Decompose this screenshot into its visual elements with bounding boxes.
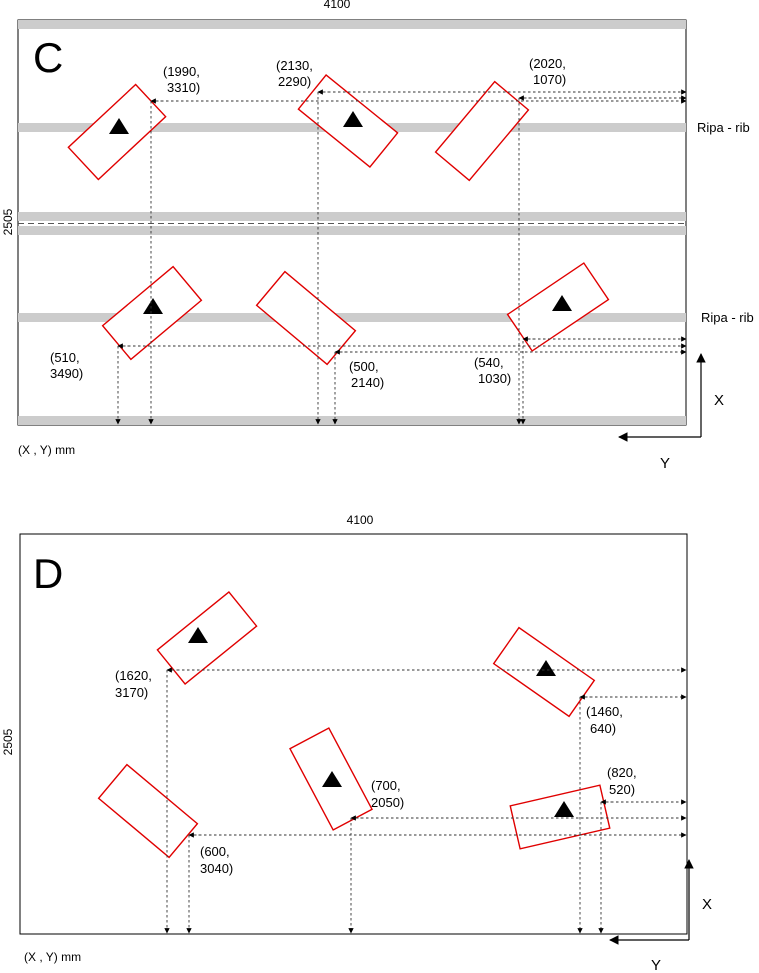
panel-d-coord-label: (820,520): [607, 765, 637, 797]
panel-d-axes-indicator: X Y: [609, 859, 712, 973]
panel-d-dimension-lines: [164, 667, 687, 934]
panel-d-triangle-marker: [188, 627, 208, 643]
panel-d-coord-label: (600,3040): [200, 844, 233, 876]
panel-c-height-label: 2505: [1, 208, 15, 235]
panel-c-triangle-marker: [552, 295, 572, 311]
panel-d-coord-label: (700,2050): [371, 778, 404, 810]
panel-c-letter: C: [33, 34, 63, 81]
panel-d-axis-y-label: Y: [651, 957, 661, 973]
panel-c-rib-bar: [18, 313, 686, 322]
panel-d-coord-label: (1460,640): [586, 704, 623, 736]
panel-c-axis-y-label: Y: [660, 455, 670, 472]
panel-d-frame: [19, 533, 688, 935]
panel-d: 4100 2505 D: [1, 513, 712, 973]
panel-c-coord-label: (2130,2290): [276, 58, 313, 89]
panel-d-width-label: 4100: [347, 513, 374, 527]
panel-c-dimension-lines: [115, 89, 687, 425]
panel-c-rib-bar: [18, 212, 686, 221]
panel-d-height-label: 2505: [1, 728, 15, 755]
panel-d-coord-label: (1620,3170): [115, 668, 152, 700]
panel-c-coord-label: (2020,1070): [529, 56, 566, 87]
panel-c-units-label: (X , Y) mm: [18, 443, 75, 457]
panel-c-axis-x-label: X: [714, 392, 724, 409]
panel-d-triangle-marker: [536, 660, 556, 676]
panel-c-piece: [255, 270, 357, 366]
panel-c-axes-indicator: X Y: [618, 353, 724, 472]
panel-c-rib-bar: [18, 416, 686, 425]
panel-c-triangle-marker: [343, 111, 363, 127]
panel-c-coord-label: (500,2140): [349, 359, 384, 390]
panel-c-piece: [434, 80, 530, 182]
panel-c-coord-label: (1990,3310): [163, 64, 200, 95]
panel-d-axis-x-label: X: [702, 896, 712, 913]
panel-d-triangle-marker: [554, 801, 574, 817]
panel-d-triangle-marker: [322, 771, 342, 787]
panel-c: 4100 2505 Ripa - rib Ripa - rib C: [1, 0, 754, 472]
panel-c-coord-label: (540,1030): [474, 355, 511, 386]
panel-c-coord-label: (510,3490): [50, 350, 83, 381]
panel-c-rib-label-bottom: Ripa - rib: [701, 310, 754, 325]
panel-d-piece: [156, 590, 258, 686]
panel-c-rib-bar: [18, 226, 686, 235]
panel-c-rib-bar: [18, 20, 686, 29]
panel-c-triangle-marker: [109, 118, 129, 134]
panel-c-rib-label-top: Ripa - rib: [697, 120, 750, 135]
panel-d-letter: D: [33, 550, 63, 597]
panel-c-triangle-marker: [143, 298, 163, 314]
panel-d-units-label: (X , Y) mm: [24, 950, 81, 964]
panel-c-width-label: 4100: [324, 0, 351, 11]
panel-d-piece: [97, 763, 199, 859]
